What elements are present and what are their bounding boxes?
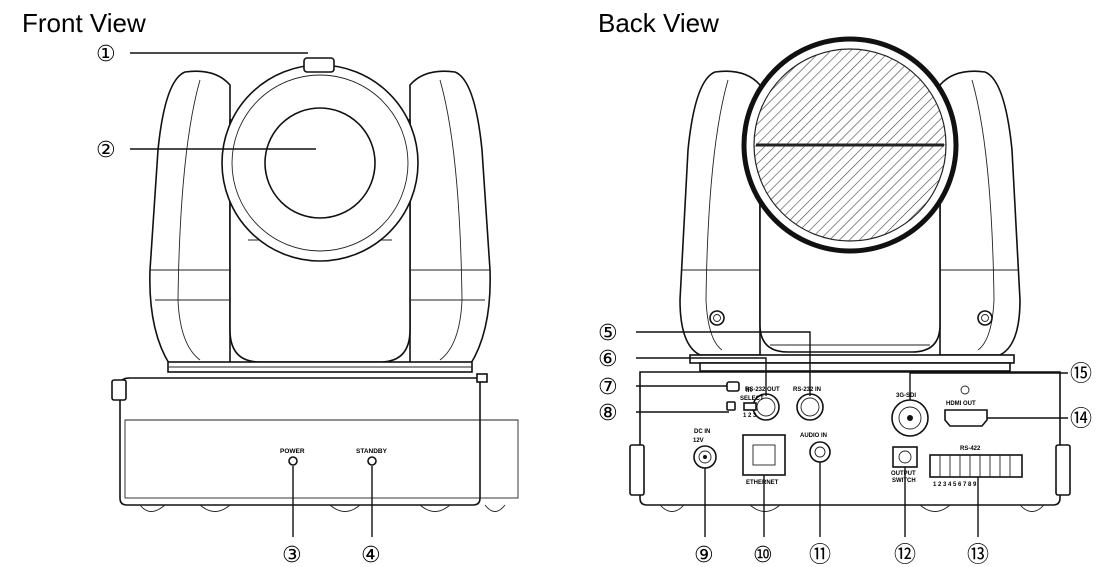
back-right-arm — [939, 70, 1021, 356]
power-led — [288, 456, 298, 466]
rs422-pins: 1 2 3 4 5 6 7 8 9 — [933, 482, 977, 488]
back-view-title: Back View — [598, 8, 719, 38]
ir-label: IR — [746, 388, 753, 394]
left-screw — [709, 310, 725, 326]
audio-in-port — [809, 441, 831, 463]
front-view-title: Front View — [22, 8, 146, 38]
callout-3: ③ — [282, 543, 302, 567]
front-base — [119, 377, 481, 506]
front-sensor — [303, 57, 335, 73]
audio-in-label: AUDIO IN — [800, 433, 827, 439]
callout-2: ② — [96, 138, 116, 163]
callout-8: ⑧ — [598, 401, 618, 426]
ethernet-port — [742, 434, 786, 476]
callout-7: ⑦ — [598, 375, 618, 400]
rs422-label: RS-422 — [960, 446, 981, 452]
callout-11: ⑪ — [809, 543, 831, 567]
callout-9: ⑨ — [694, 543, 714, 567]
front-left-arm — [149, 70, 231, 366]
power-label: POWER — [280, 448, 305, 455]
switch-label: SWITCH — [892, 478, 916, 484]
ir-sensor — [726, 381, 740, 392]
kensington-lock — [726, 401, 736, 411]
callout-10: ⑩ — [753, 543, 773, 567]
ethernet-label: ETHERNET — [746, 480, 779, 486]
callout-4: ④ — [361, 543, 381, 567]
hdmi-port — [944, 409, 988, 427]
sdi-label: 3G-SDI — [896, 393, 916, 399]
hdmi-out-label: HDMI OUT — [946, 401, 976, 407]
back-left-arm — [679, 70, 761, 356]
callout-14: ⑭ — [1070, 407, 1092, 432]
output-label: OUTPUT — [891, 471, 916, 477]
select-label: SELECT — [740, 396, 764, 402]
callout-15: ⑮ — [1070, 362, 1092, 387]
select-positions: 1 2 3 — [743, 413, 757, 419]
front-camera — [111, 57, 519, 512]
callout-12: ⑫ — [894, 543, 916, 567]
dc-voltage-label: 12V — [693, 438, 704, 444]
right-screw — [977, 310, 993, 326]
callout-1: ① — [96, 42, 116, 67]
standby-label: STANDBY — [356, 448, 388, 455]
callout-13: ⑬ — [967, 543, 989, 567]
rs422-terminal — [929, 454, 1023, 478]
back-camera — [629, 36, 1071, 512]
output-switch — [892, 446, 918, 468]
ir-select-switch — [743, 402, 757, 411]
front-right-arm — [409, 70, 491, 366]
callout-6: ⑥ — [598, 347, 618, 372]
rs232-in-label: RS-232 IN — [793, 387, 821, 393]
lens-glass — [264, 107, 376, 219]
callout-5: ⑤ — [598, 321, 618, 346]
standby-led — [367, 456, 377, 466]
dc-in-label: DC IN — [694, 429, 710, 435]
rs232-out-label: RS-232 OUT — [745, 387, 780, 393]
